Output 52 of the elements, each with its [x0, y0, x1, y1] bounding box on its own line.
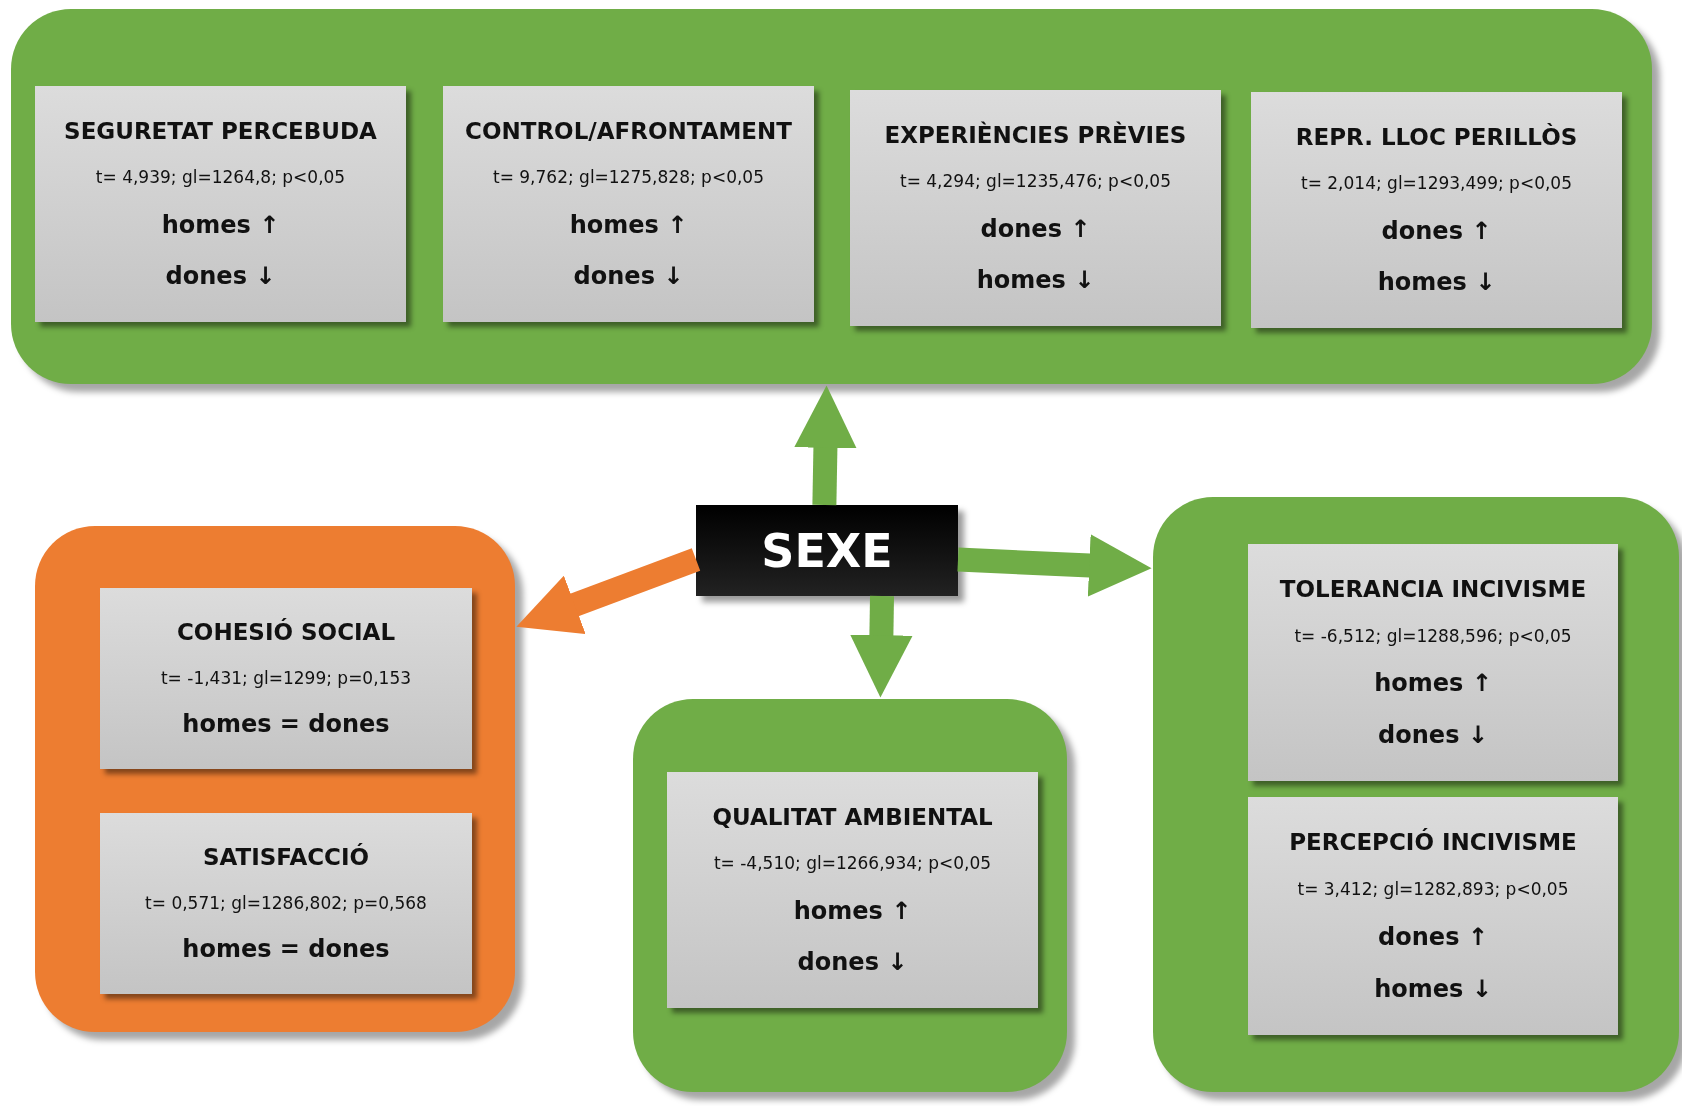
result-text: homes = dones [182, 935, 390, 964]
card-heading: TOLERANCIA INCIVISME [1279, 575, 1587, 602]
variable-card [850, 90, 1221, 326]
title-box: SEXE [696, 505, 958, 596]
arrow [794, 385, 857, 506]
arrow [516, 548, 701, 635]
result-text: homes ↑ [793, 896, 912, 925]
result-text: homes = dones [182, 710, 390, 739]
result-text: dones ↓ [573, 262, 684, 291]
statistics-text: t= -4,510; gl=1266,934; p<0,05 [713, 853, 992, 874]
result-text: dones ↑ [1378, 923, 1488, 951]
result-text: homes ↓ [976, 266, 1095, 295]
card-heading: PERCEPCIÓ INCIVISME [1289, 829, 1577, 855]
variable-card [443, 86, 814, 322]
result-text: dones ↓ [1378, 721, 1488, 750]
result-text: dones ↑ [1381, 216, 1492, 245]
result-text: homes ↓ [1374, 975, 1492, 1003]
statistics-text: t= 9,762; gl=1275,828; p<0,05 [493, 167, 764, 188]
result-text: homes ↓ [1377, 268, 1496, 297]
statistics-text: t= 4,939; gl=1264,8; p<0,05 [95, 167, 346, 188]
statistics-text: t= 0,571; gl=1286,802; p=0,568 [145, 892, 427, 913]
card-heading: REPR. LLOC PERILLÒS [1295, 123, 1578, 150]
card-heading: CONTROL/AFRONTAMENT [465, 117, 792, 144]
arrow [957, 534, 1152, 597]
statistics-text: t= 2,014; gl=1293,499; p<0,05 [1301, 173, 1572, 194]
variable-card [1248, 797, 1618, 1035]
statistics-text: t= 3,412; gl=1282,893; p<0,05 [1297, 879, 1569, 899]
variable-card [35, 86, 406, 322]
variable-card [1251, 92, 1622, 328]
card-heading: SEGURETAT PERCEBUDA [64, 117, 377, 144]
variable-card [100, 588, 472, 769]
group-panel [633, 699, 1067, 1092]
statistics-text: t= -6,512; gl=1288,596; p<0,05 [1294, 625, 1572, 646]
card-heading: EXPERIÈNCIES PRÈVIES [884, 121, 1187, 148]
group-panel [1153, 497, 1679, 1092]
result-text: homes ↑ [1374, 669, 1492, 698]
group-panel [11, 9, 1652, 384]
statistics-text: t= 4,294; gl=1235,476; p<0,05 [900, 171, 1171, 192]
variable-card [667, 772, 1038, 1008]
statistics-text: t= -1,431; gl=1299; p=0,153 [160, 667, 412, 688]
result-text: dones ↓ [797, 948, 908, 977]
card-heading: SATISFACCIÓ [202, 843, 370, 870]
variable-card [1248, 544, 1618, 781]
group-panel [35, 526, 515, 1032]
card-heading: QUALITAT AMBIENTAL [712, 803, 993, 830]
result-text: dones ↓ [165, 262, 276, 291]
variable-card [100, 813, 472, 994]
result-text: homes ↑ [161, 210, 280, 239]
result-text: dones ↑ [980, 214, 1091, 243]
result-text: homes ↑ [569, 210, 688, 239]
arrow [850, 595, 913, 698]
card-heading: COHESIÓ SOCIAL [176, 618, 396, 645]
